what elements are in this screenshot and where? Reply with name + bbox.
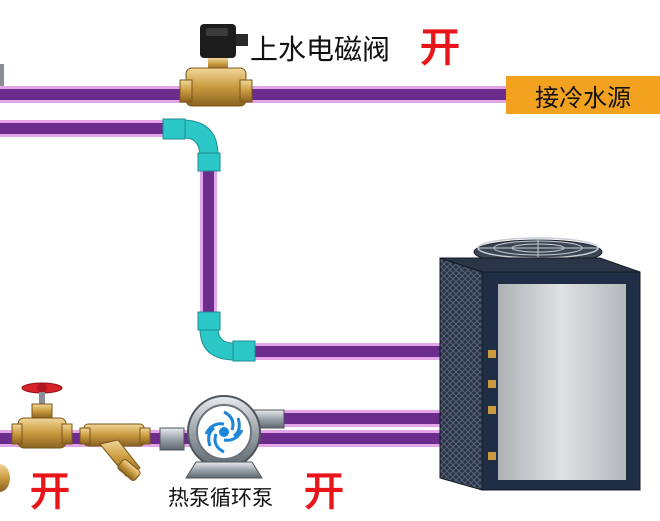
solenoid-valve-label: 上水电磁阀 — [250, 33, 391, 66]
coupling-top-right — [197, 152, 221, 172]
globe-valve-icon[interactable] — [11, 382, 73, 449]
pipe-fittings — [162, 118, 256, 362]
heat-pump-unit-icon[interactable] — [439, 237, 641, 491]
brass-fitting — [0, 464, 10, 492]
cold-water-source-label: 接冷水源 — [506, 76, 660, 114]
circulation-pump-icon[interactable] — [159, 395, 285, 479]
pipes — [0, 86, 506, 447]
return-pipe — [0, 120, 440, 360]
supply-pipe — [0, 86, 506, 103]
solenoid-valve-state: 开 — [420, 25, 460, 71]
elbow-top — [184, 119, 219, 156]
circulation-pump-state: 开 — [304, 469, 344, 515]
coupling-bottom-right — [232, 340, 256, 362]
globe-valve-state: 开 — [30, 469, 70, 515]
coupling-top-left — [162, 118, 186, 140]
solenoid-valve-icon[interactable] — [179, 24, 253, 107]
circulation-pump-label: 热泵循环泵 — [168, 486, 273, 510]
pipe-stub — [0, 64, 4, 86]
coupling-bottom-left — [197, 311, 221, 331]
elbow-bottom — [199, 329, 234, 361]
y-strainer-icon[interactable] — [79, 423, 151, 482]
